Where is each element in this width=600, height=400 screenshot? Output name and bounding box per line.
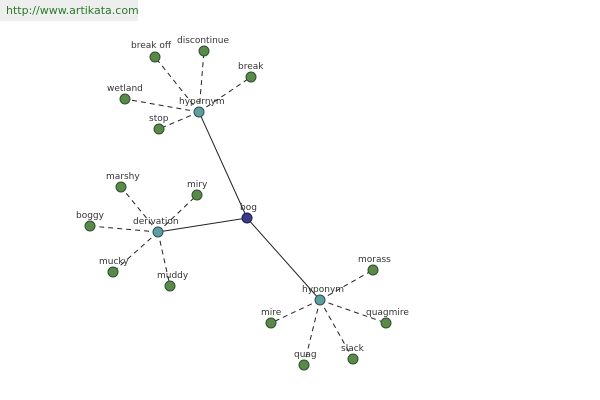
leaf-node-wetland-dot[interactable]: [119, 93, 131, 105]
leaf-node-stop[interactable]: stop: [149, 114, 169, 135]
leaf-node-mire-label[interactable]: mire: [261, 308, 282, 318]
edge-bog-hyponym: [246, 217, 321, 301]
leaf-node-quag-label[interactable]: quag: [294, 350, 317, 360]
leaf-node-quag-dot[interactable]: [298, 359, 310, 371]
hub-node-hyponym[interactable]: hyponym: [302, 285, 344, 306]
leaf-node-quag[interactable]: quag: [294, 350, 317, 371]
hub-node-hypernym[interactable]: hypernym: [179, 97, 225, 118]
leaf-node-miry-dot[interactable]: [191, 189, 203, 201]
leaf-node-boggy-label[interactable]: boggy: [76, 211, 105, 221]
leaf-node-wetland-label[interactable]: wetland: [107, 84, 143, 94]
leaf-node-miry-label[interactable]: miry: [187, 180, 208, 190]
leaf-node-boggy[interactable]: boggy: [76, 211, 105, 232]
leaf-node-stop-label[interactable]: stop: [149, 114, 169, 124]
leaf-node-discontinue[interactable]: discontinue: [177, 36, 229, 57]
leaf-node-miry[interactable]: miry: [187, 180, 208, 201]
leaf-node-quagmire-dot[interactable]: [380, 317, 392, 329]
hub-node-hypernym-label[interactable]: hypernym: [179, 97, 225, 107]
center-node-bog-dot[interactable]: [241, 212, 253, 224]
leaf-node-morass-label[interactable]: morass: [358, 255, 391, 265]
edge-bog-derivation: [157, 217, 248, 233]
edge-hypernym-wetland: [124, 98, 200, 113]
edge-hyponym-slack: [319, 299, 354, 360]
edge-hyponym-morass: [319, 269, 374, 301]
edge-derivation-boggy: [89, 225, 159, 233]
leaf-node-slack-label[interactable]: slack: [341, 344, 365, 354]
edge-derivation-mucky: [112, 231, 159, 273]
leaf-node-stop-dot[interactable]: [153, 123, 165, 135]
site-url-link[interactable]: http://www.artikata.com: [6, 4, 139, 17]
leaf-node-morass-dot[interactable]: [367, 264, 379, 276]
leaf-node-quagmire[interactable]: quagmire: [366, 308, 409, 329]
leaf-node-marshy-dot[interactable]: [115, 181, 127, 193]
leaf-node-mire[interactable]: mire: [261, 308, 282, 329]
leaf-node-boggy-dot[interactable]: [84, 220, 96, 232]
leaf-node-slack-dot[interactable]: [347, 353, 359, 365]
edge-hypernym-stop: [158, 111, 200, 130]
leaf-node-break-label[interactable]: break: [238, 62, 264, 72]
graph-edges: [89, 50, 387, 366]
graph-nodes: break off discontinue break wetland stop mars…: [76, 36, 409, 371]
leaf-node-quagmire-label[interactable]: quagmire: [366, 308, 409, 318]
leaf-node-break-off-dot[interactable]: [149, 51, 161, 63]
hub-node-derivation[interactable]: derivation: [133, 217, 179, 238]
edge-bog-hypernym: [198, 111, 248, 219]
leaf-node-break-dot[interactable]: [245, 71, 257, 83]
leaf-node-break[interactable]: break: [238, 62, 264, 83]
hub-node-derivation-label[interactable]: derivation: [133, 217, 179, 227]
hub-node-hyponym-label[interactable]: hyponym: [302, 285, 344, 295]
leaf-node-muddy[interactable]: muddy: [157, 271, 189, 292]
edge-hypernym-break-off: [154, 56, 200, 113]
leaf-node-discontinue-dot[interactable]: [198, 45, 210, 57]
center-node-bog[interactable]: bog: [240, 203, 257, 224]
edge-hyponym-mire: [270, 299, 321, 324]
url-banner: http://www.artikata.com: [0, 0, 139, 21]
leaf-node-marshy-label[interactable]: marshy: [106, 172, 140, 182]
hub-node-hypernym-dot[interactable]: [193, 106, 205, 118]
edge-derivation-muddy: [157, 231, 171, 287]
leaf-node-muddy-label[interactable]: muddy: [157, 271, 189, 281]
leaf-node-marshy[interactable]: marshy: [106, 172, 140, 193]
leaf-node-wetland[interactable]: wetland: [107, 84, 143, 105]
edge-hyponym-quag: [303, 299, 321, 366]
leaf-node-morass[interactable]: morass: [358, 255, 391, 276]
leaf-node-break-off[interactable]: break off: [131, 41, 172, 63]
edge-hyponym-quagmire: [319, 299, 387, 324]
leaf-node-discontinue-label[interactable]: discontinue: [177, 36, 229, 46]
edge-derivation-marshy: [120, 186, 159, 233]
leaf-node-break-off-label[interactable]: break off: [131, 41, 172, 51]
leaf-node-mucky-label[interactable]: mucky: [99, 257, 129, 267]
leaf-node-mucky-dot[interactable]: [107, 266, 119, 278]
leaf-node-mire-dot[interactable]: [265, 317, 277, 329]
center-node-bog-label[interactable]: bog: [240, 203, 257, 213]
leaf-node-slack[interactable]: slack: [341, 344, 365, 365]
leaf-node-mucky[interactable]: mucky: [99, 257, 129, 278]
leaf-node-muddy-dot[interactable]: [164, 280, 176, 292]
hub-node-derivation-dot[interactable]: [152, 226, 164, 238]
hub-node-hyponym-dot[interactable]: [314, 294, 326, 306]
edge-hypernym-break: [198, 76, 252, 113]
edge-hypernym-discontinue: [198, 50, 205, 113]
